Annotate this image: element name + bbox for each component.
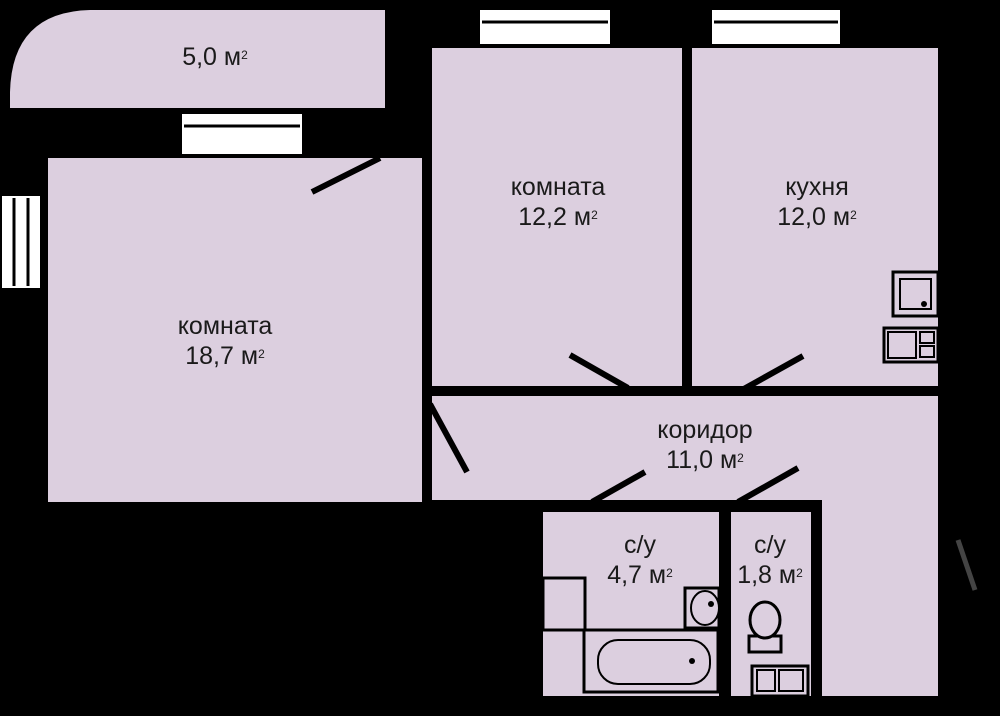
kitchen-name: кухня <box>785 173 849 201</box>
bathroom-fixtures <box>541 576 721 694</box>
kitchen-unit: м <box>832 203 851 231</box>
bathroom-name: с/у <box>624 531 656 559</box>
door-toilet <box>736 465 800 505</box>
wall-corr-top-b <box>628 386 740 396</box>
balcony-floor <box>10 10 385 108</box>
balcony-unit: м <box>223 43 242 71</box>
washer <box>541 576 587 632</box>
room-1-floor <box>48 158 422 502</box>
room-2-floor <box>432 48 682 386</box>
bathroom-label: с/у 4,7 м2 <box>585 530 695 590</box>
window-left <box>2 196 40 288</box>
kitchen-unit-power: 2 <box>850 208 857 222</box>
bathroom-area: 4,7 <box>607 561 642 589</box>
wall-corr-top-a <box>432 386 564 396</box>
corridor-area: 11,0 <box>666 446 713 474</box>
balcony-label: 5,0 м2 <box>150 42 280 72</box>
room-2-name: комната <box>510 173 606 201</box>
corridor-name: коридор <box>657 416 753 444</box>
room-2-label: комната 12,2 м2 <box>473 172 643 232</box>
toilet-unit-power: 2 <box>796 566 803 580</box>
balcony-area: 5,0 <box>182 43 217 71</box>
windows <box>2 10 840 288</box>
corridor-unit-power: 2 <box>737 451 744 465</box>
toilet-area: 1,8 <box>737 561 772 589</box>
wall-room2-kitchen <box>682 48 692 386</box>
room-2-area: 12,2 <box>518 203 567 231</box>
corridor-label: коридор 11,0 м2 <box>620 415 790 475</box>
room-1-label: комната 18,7 м2 <box>140 311 310 371</box>
window-top-left <box>480 10 610 44</box>
room-1-name: комната <box>177 312 273 340</box>
wall-bath-left <box>533 500 543 716</box>
toilet-unit: м <box>778 561 797 589</box>
door-bathroom <box>590 469 647 505</box>
kitchen-fixtures <box>882 270 940 364</box>
room-1-unit-power: 2 <box>258 347 265 361</box>
wall-room1-right <box>422 158 432 398</box>
balcony-unit-power: 2 <box>241 48 248 62</box>
door-room2 <box>568 352 630 391</box>
doors <box>310 155 805 505</box>
wall-corr-top-c <box>812 386 938 396</box>
window-top-right <box>712 10 840 44</box>
window-balcony <box>182 114 302 154</box>
bathroom-unit: м <box>648 561 667 589</box>
floor-areas <box>10 10 938 696</box>
wall-toilet-right <box>811 500 822 716</box>
room-2-unit-power: 2 <box>591 208 598 222</box>
room-1-unit: м <box>240 342 259 370</box>
toilet-bowl <box>748 600 782 640</box>
toilet-name: с/у <box>754 531 786 559</box>
room-2-unit: м <box>573 203 592 231</box>
kitchen-area: 12,0 <box>777 203 826 231</box>
wall-bath-toilet <box>719 500 731 716</box>
bathroom-unit-power: 2 <box>666 566 673 580</box>
toilet-fixtures <box>747 600 810 698</box>
door-kitchen <box>740 353 805 393</box>
kitchen-label: кухня 12,0 м2 <box>732 172 902 232</box>
corridor-floor-ext <box>822 396 938 696</box>
room-1-area: 18,7 <box>185 342 234 370</box>
corridor-unit: м <box>719 446 738 474</box>
door-room1 <box>427 402 470 474</box>
wall-bath-top-a <box>533 500 593 512</box>
door-balcony <box>310 155 382 195</box>
toilet-label: с/у 1,8 м2 <box>720 530 820 590</box>
